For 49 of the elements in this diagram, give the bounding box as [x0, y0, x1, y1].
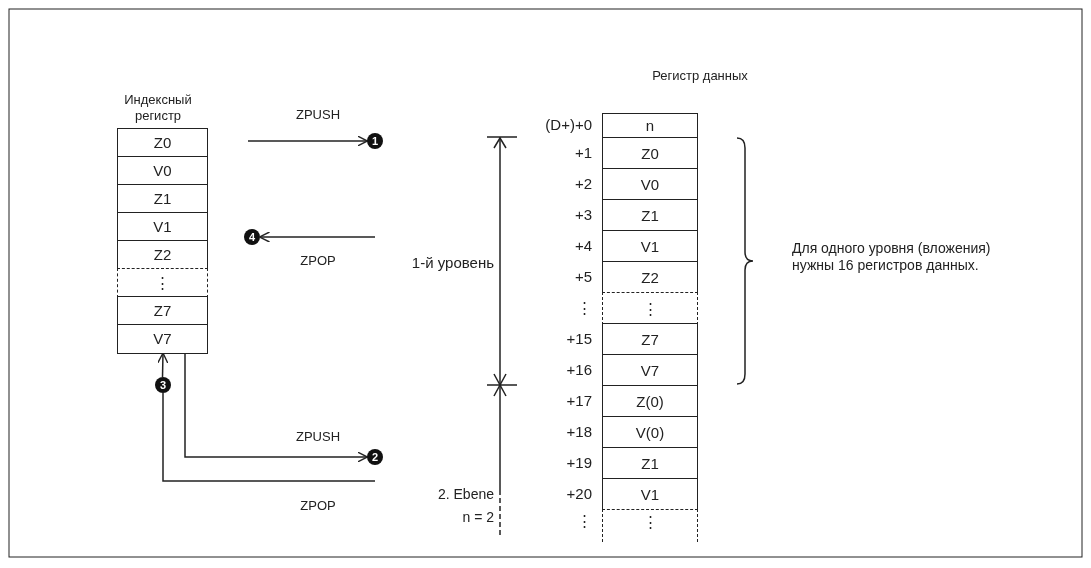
row-offset: +20: [565, 484, 592, 502]
register-cell: Z7: [117, 296, 208, 326]
step-number-badge: 1: [367, 133, 383, 149]
level-label: 2. Ebene n = 2: [436, 485, 494, 527]
step-number-badge: 3: [155, 377, 171, 393]
row-offset: +1: [573, 143, 592, 161]
row-offset: +3: [573, 205, 592, 223]
register-cell: V1: [602, 230, 698, 263]
row-offset: ⋮: [576, 298, 592, 316]
register-cell: ⋮: [117, 268, 208, 298]
register-cell: Z1: [117, 184, 208, 214]
register-cell: ⋮: [602, 509, 698, 542]
register-cell: Z0: [602, 137, 698, 170]
register-heading: Регистр данных: [651, 68, 749, 84]
row-offset: +15: [565, 329, 592, 347]
register-cell: V7: [117, 324, 208, 354]
step-number-badge: 2: [367, 449, 383, 465]
row-offset: +17: [565, 391, 592, 409]
register-cell: V0: [602, 168, 698, 201]
level-label: 1-й уровень: [410, 254, 494, 271]
register-cell: Z1: [602, 447, 698, 480]
arrow: [184, 352, 369, 463]
note-text: Для одного уровня (вложения) нужны 16 регистров данных.: [792, 240, 992, 274]
register-cell: Z(0): [602, 385, 698, 418]
register-cell: n: [602, 113, 698, 139]
row-offset: +18: [565, 422, 592, 440]
register-cell: V(0): [602, 416, 698, 449]
row-offset: +5: [573, 267, 592, 285]
register-cell: Z7: [602, 323, 698, 356]
register-cell: V1: [602, 478, 698, 511]
register-cell: ⋮: [602, 292, 698, 325]
row-offset: ⋮: [576, 512, 592, 529]
row-offset: (D+)+0: [544, 116, 592, 133]
arrow: [157, 352, 169, 378]
register-cell: V0: [117, 156, 208, 186]
register-cell: Z0: [117, 128, 208, 158]
step-number-badge: 4: [244, 229, 260, 245]
row-offset: +16: [565, 360, 592, 378]
register-cell: V7: [602, 354, 698, 387]
row-offset: +4: [573, 236, 592, 254]
register-heading: Индексный регистр: [123, 92, 193, 124]
register-cell: V1: [117, 212, 208, 242]
arrow: [258, 231, 376, 243]
row-offset: +19: [565, 453, 592, 471]
row-offset: +2: [573, 174, 592, 192]
arrow: [247, 135, 369, 147]
register-cell: Z2: [602, 261, 698, 294]
register-cell: Z1: [602, 199, 698, 232]
register-cell: Z2: [117, 240, 208, 270]
